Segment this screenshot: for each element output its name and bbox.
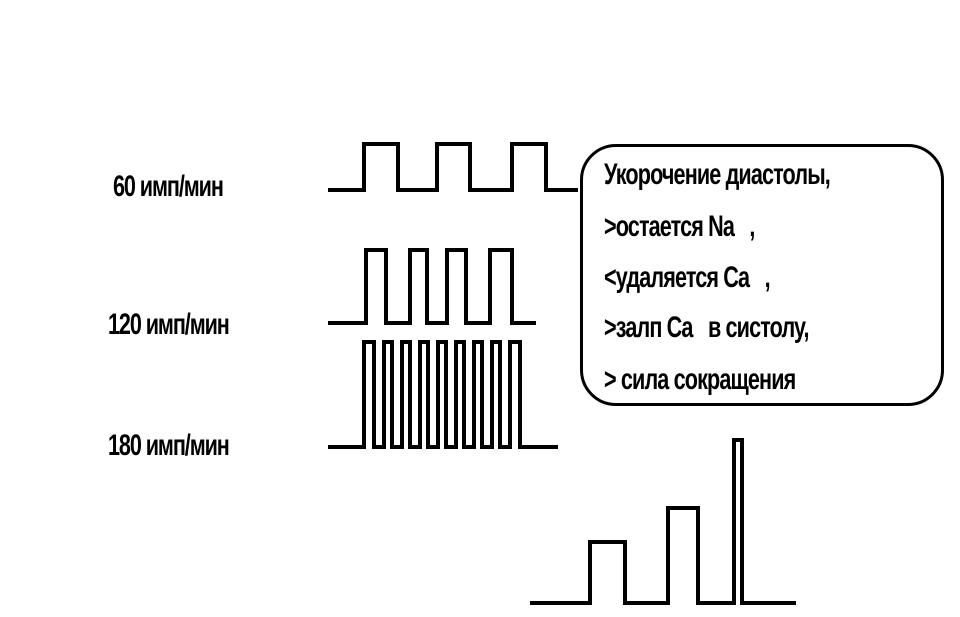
rate-label-60: 60 имп/мин bbox=[113, 170, 224, 203]
callout-line-5: > сила сокращения bbox=[604, 363, 796, 396]
pulse-train-60 bbox=[328, 142, 578, 192]
rate-label-120: 120 имп/мин bbox=[108, 308, 230, 341]
callout-line-4: >залп Ca в систолу, bbox=[604, 311, 810, 344]
pulse-train-120 bbox=[328, 248, 536, 325]
callout-box bbox=[580, 144, 944, 406]
rate-label-180: 180 имп/мин bbox=[108, 429, 230, 462]
callout-line-2: >остается Na , bbox=[604, 210, 755, 243]
callout-line-3: <удаляется Ca , bbox=[604, 261, 771, 294]
pulse-train-180 bbox=[328, 340, 558, 449]
contraction-force-staircase bbox=[530, 438, 796, 605]
callout-line-1: Укорочение диастолы, bbox=[604, 158, 831, 191]
